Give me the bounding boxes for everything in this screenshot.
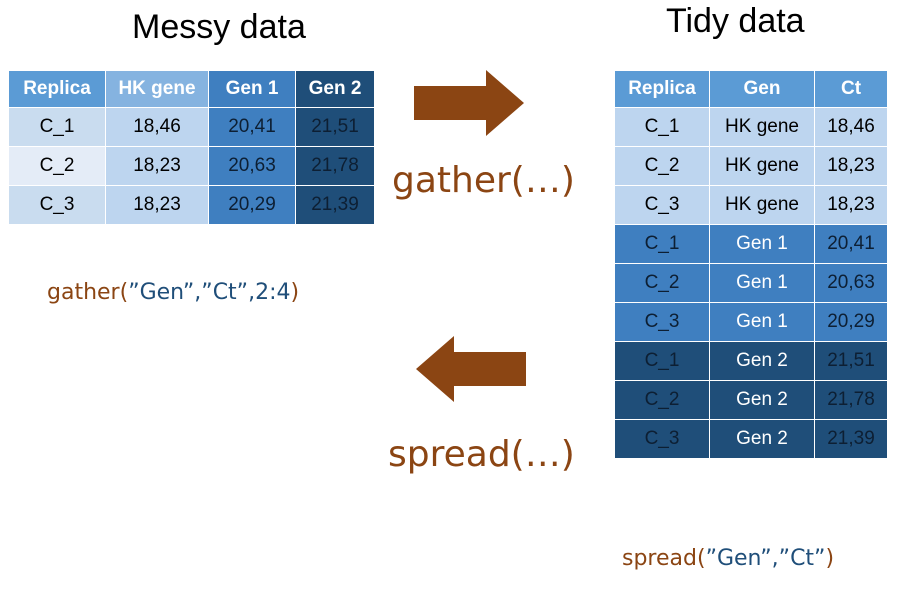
tidy-cell: C_3 [614, 185, 710, 225]
tidy-cell: Gen 2 [709, 380, 815, 420]
messy-data-title: Messy data [132, 8, 306, 46]
left-arrow-shape [416, 336, 526, 402]
spread-call-arguments: ”Gen”,”Ct” [705, 546, 826, 571]
tidy-cell: 21,51 [814, 341, 888, 381]
tidy-cell: HK gene [709, 107, 815, 147]
tidy-header-cell: Replica [614, 70, 710, 108]
tidy-data-title: Tidy data [666, 2, 805, 40]
messy-cell: C_3 [8, 185, 106, 225]
tidy-cell: 20,41 [814, 224, 888, 264]
tidy-cell: C_2 [614, 263, 710, 303]
tidy-cell: C_3 [614, 302, 710, 342]
spread-label: spread(…) [388, 434, 575, 475]
messy-header-cell: Gen 2 [295, 70, 375, 108]
tidy-cell: Gen 1 [709, 263, 815, 303]
messy-cell: 18,23 [105, 146, 209, 186]
tidy-cell: 18,46 [814, 107, 888, 147]
gather-call-function: gather( [47, 280, 129, 305]
tidy-cell: 21,39 [814, 419, 888, 459]
tidy-header-cell: Gen [709, 70, 815, 108]
tidy-cell: C_1 [614, 224, 710, 264]
tidy-cell: Gen 1 [709, 302, 815, 342]
tidy-cell: 18,23 [814, 146, 888, 186]
gather-call-arguments: ”Gen”,”Ct”,2:4 [128, 280, 291, 305]
tidy-cell: Gen 1 [709, 224, 815, 264]
messy-table-row: C_3 18,23 20,29 21,39 [8, 185, 375, 225]
messy-cell: 20,41 [208, 107, 296, 147]
messy-cell: 21,78 [295, 146, 375, 186]
messy-header-cell: HK gene [105, 70, 209, 108]
messy-cell: 20,63 [208, 146, 296, 186]
tidy-header-row: Replica Gen Ct [614, 70, 888, 108]
left-arrow-icon [416, 336, 526, 402]
tidy-cell: Gen 2 [709, 419, 815, 459]
tidy-cell: 20,29 [814, 302, 888, 342]
messy-cell: 21,39 [295, 185, 375, 225]
tidy-cell: 20,63 [814, 263, 888, 303]
tidy-cell: C_3 [614, 419, 710, 459]
gather-label: gather(…) [392, 160, 575, 201]
messy-cell: 20,29 [208, 185, 296, 225]
messy-header-cell: Gen 1 [208, 70, 296, 108]
messy-header-row: Replica HK gene Gen 1 Gen 2 [8, 70, 375, 108]
tidy-cell: Gen 2 [709, 341, 815, 381]
spread-call-close: ) [825, 546, 835, 571]
messy-cell: 18,23 [105, 185, 209, 225]
messy-cell: C_2 [8, 146, 106, 186]
tidy-header-cell: Ct [814, 70, 888, 108]
gather-call-close: ) [290, 280, 300, 305]
messy-cell: 18,46 [105, 107, 209, 147]
right-arrow-shape [414, 70, 524, 136]
tidy-cell: 18,23 [814, 185, 888, 225]
messy-cell: C_1 [8, 107, 106, 147]
spread-call: spread(”Gen”,”Ct”) [622, 546, 834, 571]
messy-table-row: C_2 18,23 20,63 21,78 [8, 146, 375, 186]
tidy-cell: HK gene [709, 146, 815, 186]
gather-call: gather(”Gen”,”Ct”,2:4) [47, 280, 299, 305]
messy-cell: 21,51 [295, 107, 375, 147]
tidy-cell: C_1 [614, 107, 710, 147]
messy-header-cell: Replica [8, 70, 106, 108]
tidy-cell: HK gene [709, 185, 815, 225]
messy-data-table: Replica HK gene Gen 1 Gen 2 C_1 18,46 20… [8, 70, 375, 225]
tidy-cell: C_2 [614, 380, 710, 420]
tidy-cell: C_1 [614, 341, 710, 381]
tidy-cell: 21,78 [814, 380, 888, 420]
spread-call-function: spread( [622, 546, 706, 571]
tidy-cell: C_2 [614, 146, 710, 186]
messy-table-row: C_1 18,46 20,41 21,51 [8, 107, 375, 147]
right-arrow-icon [414, 70, 524, 136]
